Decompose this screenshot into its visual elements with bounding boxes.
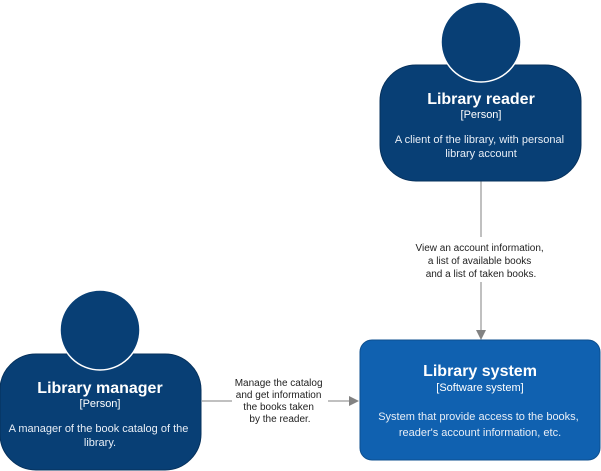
node-title: Library manager (37, 380, 162, 397)
system-box (359, 339, 601, 461)
node-title: Library system (423, 363, 537, 380)
node-type: [Person] (461, 109, 502, 121)
node-description-line: A manager of the book catalog of the (9, 423, 189, 435)
edge-label-line: and get information (236, 390, 322, 401)
person-library-reader[interactable]: Library reader [Person] A client of the … (379, 1, 582, 182)
node-description-line: System that provide access to the books, (378, 411, 579, 423)
edge-label-line: Manage the catalog (235, 378, 323, 389)
node-description: A client of the library, with personal l… (395, 134, 567, 160)
node-description: A manager of the book catalog of the lib… (9, 423, 192, 449)
person-library-manager[interactable]: Library manager [Person] A manager of th… (0, 289, 202, 471)
edge-label: Manage the catalog and get information t… (235, 378, 326, 425)
node-description-line: A client of the library, with personal (395, 134, 564, 146)
edge-manager-to-system: Manage the catalog and get information t… (202, 378, 359, 425)
node-title: Library reader (427, 91, 535, 108)
node-description-line: library account (445, 148, 517, 160)
person-head-icon (59, 289, 141, 371)
node-description-line: reader's account information, etc. (399, 427, 561, 439)
edge-label-line: by the reader. (249, 414, 310, 425)
software-system-library[interactable]: Library system [Software system] System … (359, 339, 601, 461)
edge-label-line: View an account information, (415, 243, 543, 254)
person-head-icon (440, 1, 522, 83)
node-description-line: library. (84, 437, 116, 449)
edge-label: View an account information, a list of a… (415, 243, 546, 280)
person-body (0, 353, 202, 471)
node-description: System that provide access to the books,… (378, 411, 582, 439)
node-type: [Person] (80, 398, 121, 410)
node-type: [Software system] (436, 382, 523, 394)
edge-reader-to-system: View an account information, a list of a… (415, 181, 546, 340)
edge-label-line: and a list of taken books. (426, 269, 537, 280)
edge-label-line: a list of available books (428, 256, 531, 267)
edge-label-line: the books taken (243, 402, 314, 413)
